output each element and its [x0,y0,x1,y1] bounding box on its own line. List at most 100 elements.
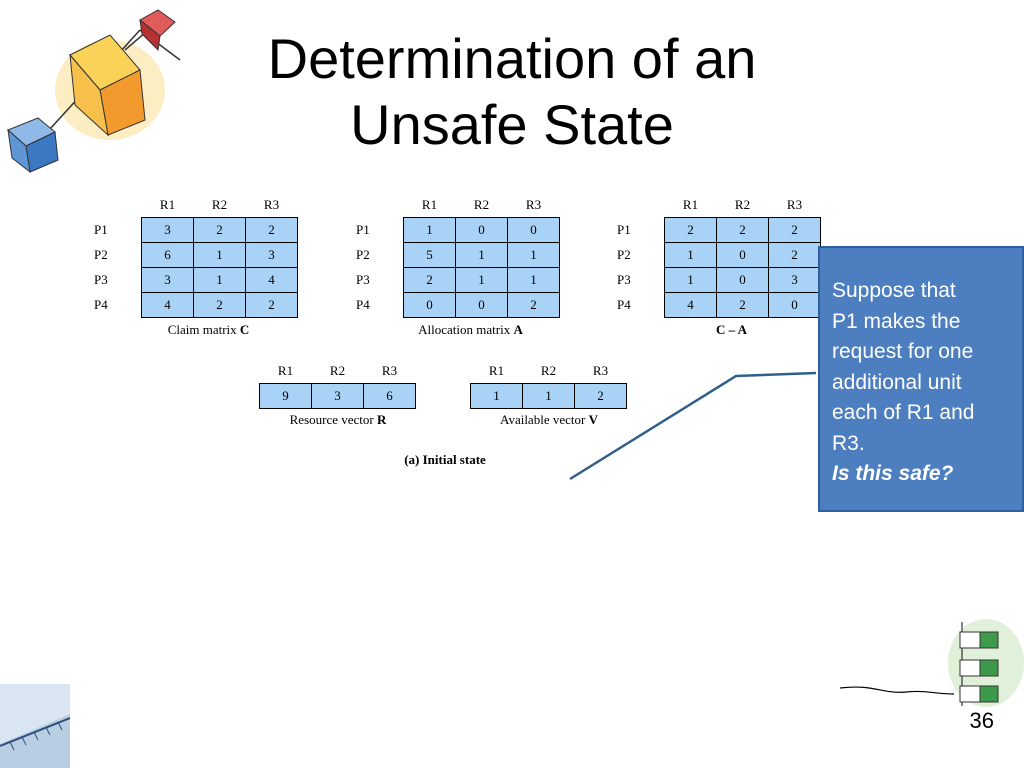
matrix-cell: 0 [455,217,508,243]
column-header: R3 [786,197,803,212]
row-header: P1 [609,217,665,243]
matrix-cell: 2 [403,267,456,293]
corner-cell [86,193,142,218]
column-header: R1 [277,363,294,378]
matrix-header-row: R1 R2 R3 [609,193,821,218]
matrix-cell: 1 [664,242,717,268]
callout-box: Suppose that P1 makes the request for on… [818,246,1024,512]
matrix-cell: 2 [507,292,560,318]
callout-line: request for one [832,340,974,363]
vector-cell: 1 [470,383,523,409]
title-line-1: Determination of an [267,27,757,90]
figure-caption-text: (a) Initial state [404,452,486,467]
caption-symbol: C – A [715,322,748,337]
matrix-cell: 2 [716,292,769,318]
row-header: P3 [348,267,404,293]
corner-cell [348,193,404,218]
matrix-cell: 0 [403,292,456,318]
caption-symbol: R [376,412,387,427]
callout-line: additional unit [832,370,962,394]
matrix-cell: 3 [141,217,194,243]
title-line-2: Unsafe State [350,93,674,156]
stack-clipart-icon [839,619,1024,707]
matrix-cell: 3 [768,267,821,293]
matrix-cell: 5 [403,242,456,268]
callout-line: Suppose that [832,279,956,302]
matrix-cell: 0 [716,242,769,268]
matrix-cell: 1 [455,242,508,268]
column-header: R2 [734,197,751,212]
column-header: R3 [592,363,609,378]
matrix-cell: 1 [403,217,456,243]
vector-cell: 3 [311,383,364,409]
corner-decoration-icon [0,684,70,768]
cubes-clipart-icon [7,9,181,174]
column-header: R2 [473,197,490,212]
row-header: P2 [86,242,142,268]
column-header: R1 [682,197,699,212]
available-vector-caption: Available vector V [470,412,628,428]
callout-connector-line [569,371,817,481]
page-number: 36 [969,708,994,733]
matrix-cell: 3 [245,242,298,268]
need-matrix-caption: C – A [653,322,810,338]
column-header: R2 [329,363,346,378]
matrix-header-row: R1 R2 R3 [260,359,416,384]
matrix-header-row: R1 R2 R3 [471,359,627,384]
resource-vector-caption: Resource vector R [259,412,417,428]
matrix-cell: 4 [141,292,194,318]
row-header: P4 [348,292,404,318]
column-header: R2 [540,363,557,378]
matrix-cell: 2 [716,217,769,243]
matrix-cell: 2 [768,217,821,243]
claim-matrix-caption: Claim matrix C [130,322,287,338]
column-header: R3 [381,363,398,378]
row-header: P1 [86,217,142,243]
allocation-matrix-caption: Allocation matrix A [392,322,549,338]
matrix-cell: 2 [193,217,246,243]
matrix-cell: 4 [245,267,298,293]
caption-text: Allocation matrix [418,322,511,337]
figure-caption: (a) Initial state [340,452,550,468]
caption-text: Available vector [500,412,586,427]
matrix-cell: 2 [193,292,246,318]
column-header: R1 [159,197,176,212]
matrix-cell: 2 [245,292,298,318]
row-header: P1 [348,217,404,243]
callout-line: P1 makes the [832,309,961,333]
vector-cell: 6 [363,383,416,409]
callout-question: Is this safe? [832,462,954,485]
row-header: P4 [609,292,665,318]
caption-symbol: A [513,322,523,337]
matrix-cell: 2 [245,217,298,243]
caption-symbol: C [239,322,250,337]
column-header: R3 [525,197,542,212]
slide-title: Determination of an Unsafe State [200,26,824,158]
caption-text: Resource vector [289,412,374,427]
callout-line: R3. [832,431,865,455]
row-header: P3 [86,267,142,293]
vector-cell: 9 [259,383,312,409]
column-header: R1 [488,363,505,378]
vector-cell: 1 [522,383,575,409]
matrix-cell: 0 [716,267,769,293]
